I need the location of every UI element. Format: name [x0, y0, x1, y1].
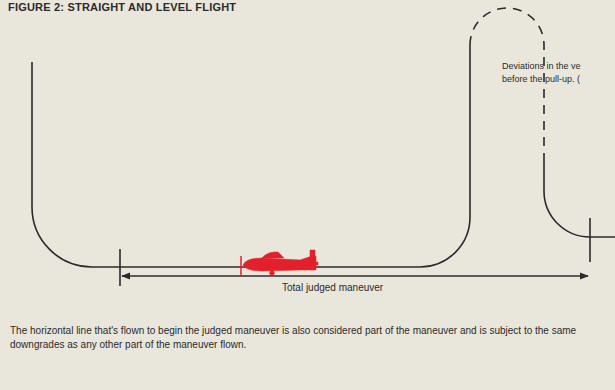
start-tick [119, 249, 121, 286]
flight-path [32, 45, 470, 267]
side-note: Deviations in the ve [502, 60, 581, 72]
flight-path [544, 158, 615, 237]
figure-title: FIGURE 2: STRAIGHT AND LEVEL FLIGHT [8, 1, 236, 13]
dimension-arrow [122, 275, 588, 276]
caption-text: The horizontal line that's flown to begi… [10, 324, 595, 352]
end-tick [589, 218, 591, 262]
side-note: before the pull-up. ( [502, 73, 580, 85]
airplane [241, 250, 318, 275]
dimension-label: Total judged maneuver [279, 282, 386, 293]
